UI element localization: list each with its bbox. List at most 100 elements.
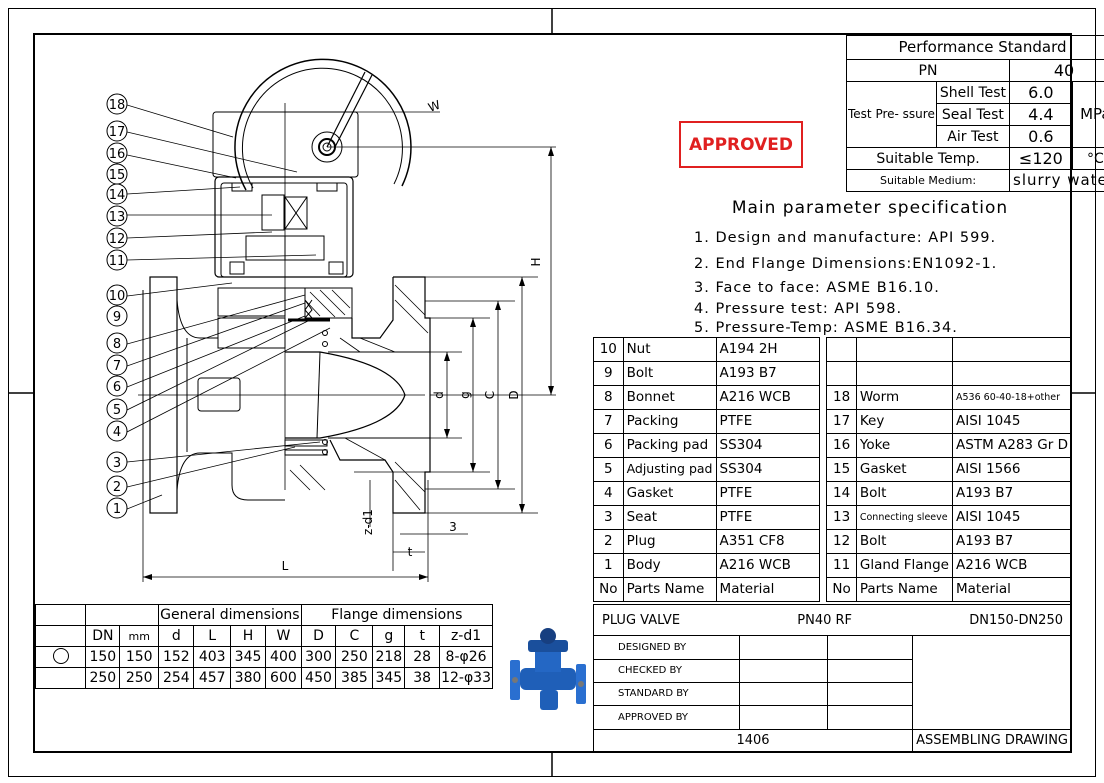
part-name: Packing pad (622, 433, 717, 458)
general-dimensions-header: General dimensions (158, 604, 302, 626)
right-body-section (329, 276, 431, 514)
dimension-lines (142, 111, 556, 582)
bonnet (217, 287, 286, 317)
part-no: 1 (593, 553, 624, 578)
svg-text:2: 2 (113, 480, 121, 495)
seal-test-label: Seal Test (935, 103, 1011, 126)
cell: 38 (404, 667, 441, 689)
cell: 250 (335, 646, 374, 668)
svg-text:15: 15 (109, 168, 126, 183)
part-material: A193 B7 (952, 529, 1072, 554)
col-header: mm (119, 625, 160, 647)
flange-dimensions-header: Flange dimensions (300, 604, 494, 626)
part-material: PTFE (715, 481, 820, 506)
dim-label-zd1: z-d1 (361, 509, 375, 535)
cell: 8-φ26 (439, 646, 493, 668)
callout-14: 14 (106, 183, 128, 205)
temp-unit: °C (1071, 147, 1104, 170)
part-no: 4 (593, 481, 624, 506)
valve-photo (510, 628, 586, 710)
dimensions-header-row: DN mm d L H W D C g t z-d1 (34, 625, 493, 647)
part-name: Bolt (855, 481, 954, 506)
part-name: Gasket (855, 457, 954, 482)
col-header: D (300, 625, 337, 647)
part-material: A193 B7 (952, 481, 1072, 506)
part-name: Bolt (622, 361, 717, 386)
cell: 28 (404, 646, 441, 668)
part-name: Body (622, 553, 717, 578)
pn-value: 40 (1009, 59, 1104, 82)
product-rating: PN40 RF (797, 612, 852, 628)
size-range: DN150-DN250 (969, 612, 1063, 628)
part-material: AISI 1045 (952, 505, 1072, 530)
callout-4: 4 (106, 420, 128, 442)
cell: 600 (265, 667, 302, 689)
callout-1: 1 (106, 497, 128, 519)
title-block: PLUG VALVE PN40 RF DN150-DN250 DESIGNED … (592, 603, 1072, 754)
cell: 457 (193, 667, 231, 689)
svg-text:4: 4 (113, 425, 121, 440)
header-parts-name: Parts Name (855, 577, 954, 602)
callout-12: 12 (106, 227, 128, 249)
part-material: PTFE (715, 505, 820, 530)
callout-10: 10 (106, 284, 128, 306)
dim-label-t: t (408, 545, 413, 559)
part-name: Worm (855, 385, 954, 410)
spec-item: 2. End Flange Dimensions:EN1092-1. (694, 256, 998, 272)
svg-text:10: 10 (109, 289, 126, 304)
part-name: Gland Flange (855, 553, 954, 578)
part-name: Nut (622, 337, 717, 362)
part-material: SS304 (715, 457, 820, 482)
dim-label-w: W (426, 98, 442, 115)
designed-by-label: DESIGNED BY (593, 635, 740, 660)
col-header: C (335, 625, 374, 647)
part-name: Adjusting pad (622, 457, 717, 482)
approved-stamp: APPROVED (679, 121, 803, 168)
svg-text:9: 9 (113, 310, 121, 325)
header-material: Material (952, 577, 1072, 602)
selected-row-radio[interactable] (34, 646, 87, 668)
part-name: Plug (622, 529, 717, 554)
cell: 345 (372, 667, 406, 689)
air-test-label: Air Test (935, 125, 1011, 148)
air-test-value: 0.6 (1009, 125, 1073, 148)
part-no: 15 (826, 457, 857, 482)
part-no: 9 (593, 361, 624, 386)
part-material: A351 CF8 (715, 529, 820, 554)
dim-label-c: C (483, 391, 497, 399)
cell: 385 (335, 667, 374, 689)
callout-8: 8 (106, 332, 128, 354)
part-name: Packing (622, 409, 717, 434)
part-no: 8 (593, 385, 624, 410)
svg-text:8: 8 (113, 337, 121, 352)
col-header: H (229, 625, 267, 647)
cell: 152 (158, 646, 195, 668)
dim-label-3: 3 (449, 520, 457, 534)
part-no: 6 (593, 433, 624, 458)
temp-label: Suitable Temp. (845, 147, 1011, 170)
part-no: 7 (593, 409, 624, 434)
header-no: No (826, 577, 857, 602)
svg-text:11: 11 (109, 254, 126, 269)
dim-label-h: H (529, 257, 543, 266)
callout-15: 15 (106, 163, 128, 185)
callouts: 18 17 16 15 14 13 12 11 10 9 8 7 6 5 4 3… (106, 93, 128, 519)
shell-test-value: 6.0 (1009, 81, 1073, 104)
col-header: L (193, 625, 231, 647)
svg-text:1: 1 (113, 502, 121, 517)
checked-by-label: CHECKED BY (593, 658, 740, 684)
svg-text:6: 6 (113, 380, 121, 395)
col-header: W (265, 625, 302, 647)
spec-item: 3. Face to face: ASME B16.10. (694, 280, 940, 296)
drawing-type: ASSEMBLING DRAWING (912, 728, 1072, 754)
spec-item: 5. Pressure-Temp: ASME B16.34. (694, 320, 958, 336)
cell: 380 (229, 667, 267, 689)
part-material: A194 2H (715, 337, 820, 362)
drawing-number: 1406 (592, 728, 914, 754)
